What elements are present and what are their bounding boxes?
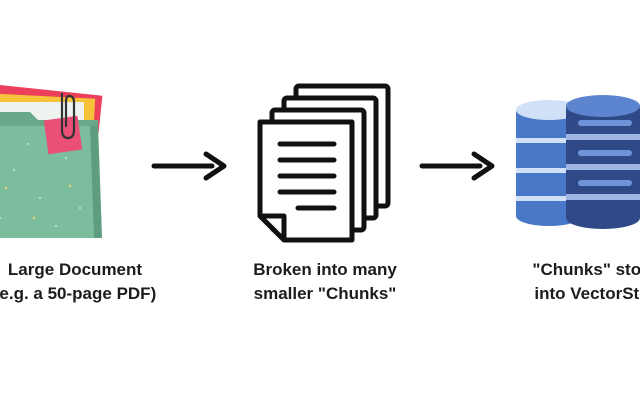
step-1-label-line-1: Large Document — [7, 260, 143, 279]
step-2-label-line-2: smaller "Chunks" — [253, 284, 397, 303]
step-3-label-line-1: "Chunks" stored — [532, 260, 640, 279]
step-3-label-line-2: into VectorStore — [534, 284, 640, 303]
step-2-label: Broken into many smaller "Chunks" — [200, 258, 450, 306]
database-icon — [516, 95, 640, 229]
paper-clip-icon — [60, 92, 76, 140]
stacked-pages-icon — [257, 83, 391, 243]
document-folder-icon — [0, 84, 103, 238]
step-1-label-line-2: (e.g. a 50-page PDF) — [0, 284, 157, 303]
arrow-right-icon — [419, 151, 495, 181]
arrow-right-icon — [151, 151, 227, 181]
step-2-label-line-1: Broken into many — [253, 260, 397, 279]
step-1-label: Large Document (e.g. a 50-page PDF) — [0, 258, 210, 306]
step-3-label: "Chunks" stored into VectorStore — [470, 258, 640, 306]
